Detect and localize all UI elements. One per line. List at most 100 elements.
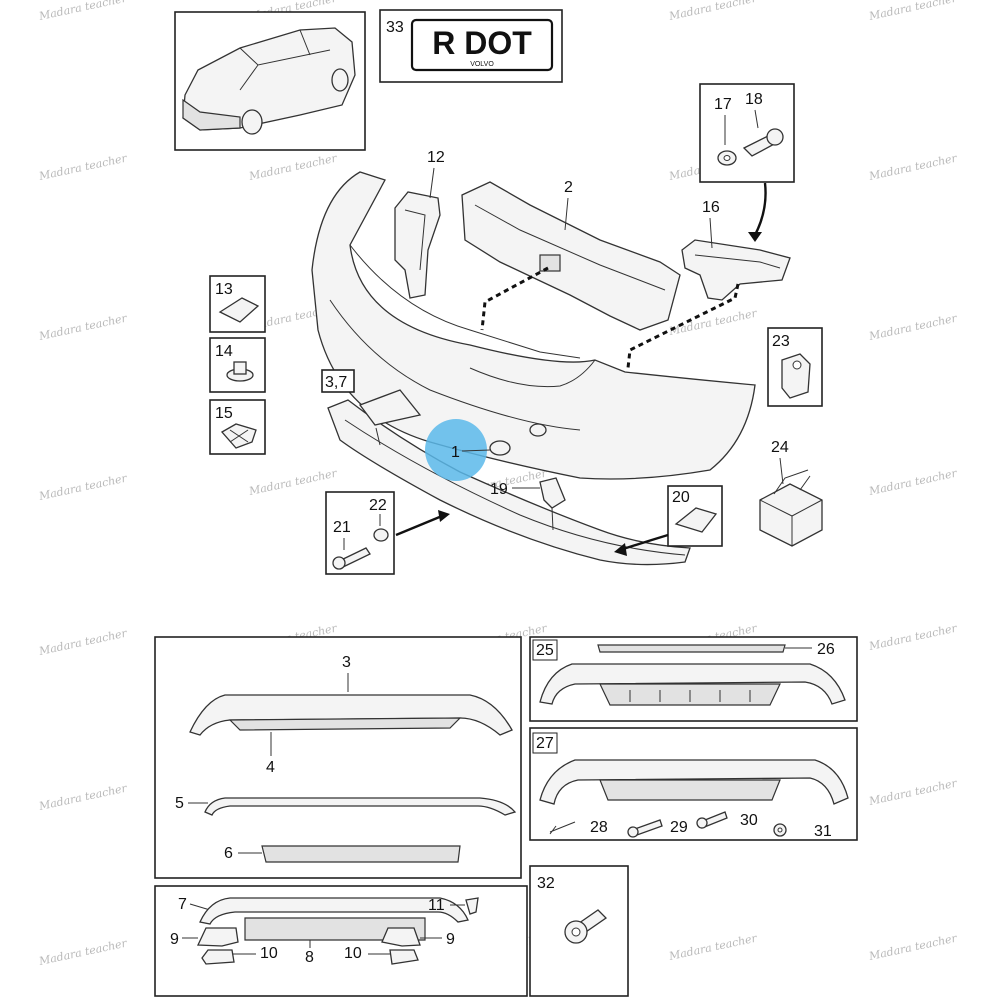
part-26-strip xyxy=(597,644,786,653)
label-10-right: 10 xyxy=(344,945,362,962)
part-9-right xyxy=(381,927,421,947)
washer-icon xyxy=(373,528,389,542)
pin-icon xyxy=(549,821,576,835)
part-10-left xyxy=(201,949,235,965)
watermark: Madara teacher xyxy=(37,627,129,659)
label-18: 18 xyxy=(745,91,763,108)
label-17: 17 xyxy=(714,96,732,113)
watermark: Madara teacher xyxy=(37,472,129,504)
clip-icon xyxy=(465,897,479,915)
part-27-diffuser xyxy=(539,759,849,805)
highlight-part-1: 1 xyxy=(425,419,491,481)
label-13: 13 xyxy=(215,281,233,298)
watermark: Madara teacher xyxy=(867,777,959,809)
part-7-diffuser xyxy=(199,897,469,925)
diffuser-insert xyxy=(358,389,422,426)
watermark: Madara teacher xyxy=(867,0,959,23)
box-7-11: 7 8 11 9 9 10 10 xyxy=(154,885,528,997)
car-overview xyxy=(174,11,366,151)
tow-cover-1 xyxy=(489,440,511,456)
plate-brand: VOLVO xyxy=(470,61,494,68)
part-24-kit: 24 xyxy=(759,439,823,547)
watermark: Madara teacher xyxy=(867,622,959,654)
leader-16-dashed xyxy=(626,283,740,369)
leader-2-dashed xyxy=(480,266,549,331)
part-5-trim xyxy=(204,797,517,816)
part-19-bracket: 19 xyxy=(490,477,566,531)
watermark: Madara teacher xyxy=(247,152,339,184)
arrow-17-18 xyxy=(753,182,767,236)
box-27-31: 27 28 29 30 31 xyxy=(529,727,858,841)
highlight-circle xyxy=(425,419,487,481)
box-21-22: 21 22 xyxy=(325,491,450,575)
part-6-strip xyxy=(261,845,461,863)
label-25: 25 xyxy=(536,642,554,659)
watermark: Madara teacher xyxy=(867,312,959,344)
box-33: 33 R DOT VOLVO xyxy=(379,9,563,83)
label-23: 23 xyxy=(772,333,790,350)
box-32: 32 xyxy=(529,865,629,997)
watermark: Madara teacher xyxy=(867,932,959,964)
part-10-right xyxy=(389,949,419,965)
box-13: 13 xyxy=(209,275,266,333)
label-11: 11 xyxy=(428,897,445,914)
label-14: 14 xyxy=(215,343,233,360)
watermark: Madara teacher xyxy=(247,467,339,499)
watermark: Madara teacher xyxy=(37,782,129,814)
label-5: 5 xyxy=(175,795,184,812)
label-19: 19 xyxy=(490,481,508,498)
car-wheel-front xyxy=(331,68,349,92)
label-22: 22 xyxy=(369,497,387,514)
plate-frame xyxy=(410,18,554,72)
watermark: Madara teacher xyxy=(37,152,129,184)
label-12: 12 xyxy=(427,149,445,166)
part-2-clip xyxy=(539,254,561,272)
box-17-18: 17 18 xyxy=(699,83,795,183)
label-16: 16 xyxy=(702,199,720,216)
box-23: 23 xyxy=(767,327,823,407)
label-21: 21 xyxy=(333,519,351,536)
box-3-6: 3 4 5 6 xyxy=(154,636,522,879)
label-6: 6 xyxy=(224,845,233,862)
label-31: 31 xyxy=(814,823,832,840)
label-10-left: 10 xyxy=(260,945,278,962)
box-25-26: 25 26 xyxy=(529,636,858,722)
label-32: 32 xyxy=(537,875,555,892)
label-4: 4 xyxy=(266,759,275,776)
part-25-diffuser xyxy=(539,663,846,705)
watermark: Madara teacher xyxy=(667,932,759,964)
part-16-bracket: 16 xyxy=(626,182,791,369)
label-24: 24 xyxy=(771,439,789,456)
watermark: Madara teacher xyxy=(867,152,959,184)
label-8: 8 xyxy=(305,949,314,966)
watermark: Madara teacher xyxy=(667,0,759,23)
arrow-21-22 xyxy=(395,514,443,537)
watermark: Madara teacher xyxy=(667,307,759,339)
part-2-reinforcement: 2 xyxy=(461,179,681,331)
label-3-7: 3,7 xyxy=(325,374,347,391)
box-14: 14 xyxy=(209,337,266,393)
label-20: 20 xyxy=(672,489,690,506)
box-20: 20 xyxy=(614,485,723,556)
part-8-panel xyxy=(244,917,426,941)
part-3-diffuser xyxy=(189,694,513,736)
box-15: 15 xyxy=(209,399,266,455)
watermark: Madara teacher xyxy=(37,937,129,969)
part-12-bracket: 12 xyxy=(394,149,445,299)
label-28: 28 xyxy=(590,819,608,836)
label-29: 29 xyxy=(670,819,688,836)
label-3: 3 xyxy=(342,654,351,671)
label-9-left: 9 xyxy=(170,931,179,948)
label-26: 26 xyxy=(817,641,835,658)
label-2: 2 xyxy=(564,179,573,196)
label-27: 27 xyxy=(536,735,554,752)
watermark: Madara teacher xyxy=(867,467,959,499)
label-15: 15 xyxy=(215,405,233,422)
part-9-left xyxy=(196,927,239,947)
label-9-right: 9 xyxy=(446,931,455,948)
label-33: 33 xyxy=(386,19,404,36)
label-30: 30 xyxy=(740,812,758,829)
plate-text: R DOT xyxy=(432,25,532,61)
car-rear-bumper-highlight xyxy=(182,98,241,131)
